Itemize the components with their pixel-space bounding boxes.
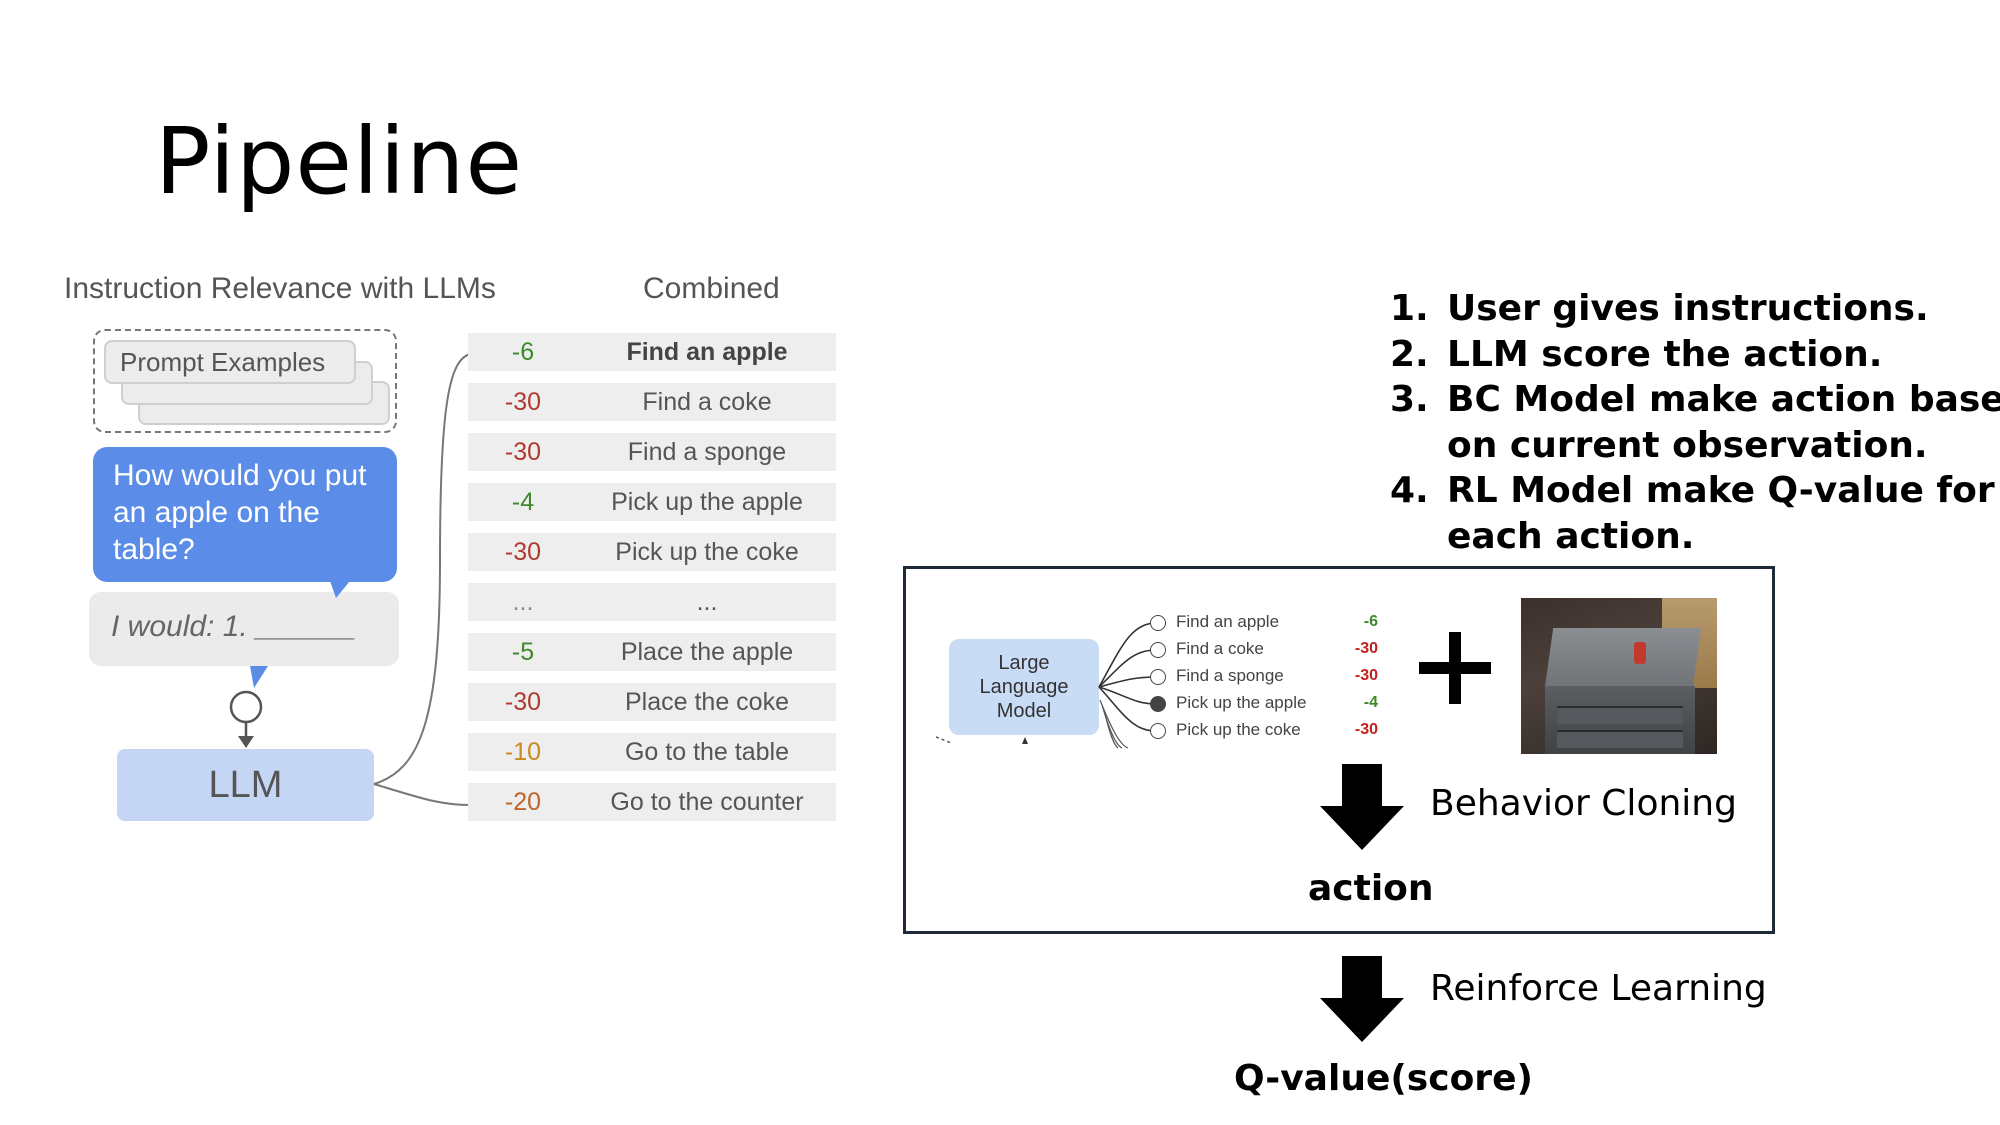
option-circle-icon bbox=[1150, 723, 1166, 739]
step-2: 2. LLM score the action. bbox=[1390, 332, 2000, 378]
step-text: User gives instructions. bbox=[1447, 288, 1929, 329]
score-action: Go to the table bbox=[624, 738, 789, 766]
tree-line bbox=[935, 736, 952, 744]
figure-right-title: Combined bbox=[643, 272, 780, 305]
reinforce-learning-label: Reinforce Learning bbox=[1430, 968, 1767, 1009]
score-action: Find a sponge bbox=[627, 438, 787, 466]
tree-line bbox=[1098, 686, 1157, 732]
query-bubble: How would you put an apple on the table? bbox=[93, 447, 397, 582]
plus-icon bbox=[1419, 632, 1491, 704]
score-value: -6 bbox=[511, 338, 535, 366]
step-text: BC Model make action based bbox=[1447, 379, 2000, 420]
q-value-label: Q-value(score) bbox=[1234, 1058, 1533, 1099]
answer-pointer bbox=[250, 666, 268, 688]
score-value: -10 bbox=[504, 738, 542, 766]
score-row: -5 Place the apple bbox=[468, 633, 836, 671]
mini-llm-label: Large bbox=[998, 652, 1050, 674]
option-circle-icon bbox=[1150, 696, 1166, 712]
step-number: 4. bbox=[1390, 470, 1429, 511]
coke-can bbox=[1634, 642, 1646, 664]
step-text: on current observation. bbox=[1447, 424, 1928, 466]
step-text: RL Model make Q-value for bbox=[1447, 470, 1995, 511]
figure-left-title: Instruction Relevance with LLMs bbox=[64, 272, 496, 305]
observation-photo bbox=[1521, 598, 1717, 754]
mini-llm-box: Large Language Model bbox=[949, 639, 1099, 735]
score-row: -30 Find a sponge bbox=[468, 433, 836, 471]
tree-line bbox=[1103, 709, 1119, 749]
slide-title: Pipeline bbox=[155, 108, 524, 215]
mini-action-score: -30 bbox=[1354, 667, 1378, 684]
score-row: -10 Go to the table bbox=[468, 733, 836, 771]
prompt-examples-label: Prompt Examples bbox=[120, 347, 326, 377]
score-action: Find an apple bbox=[626, 338, 788, 366]
tree-line bbox=[1098, 649, 1157, 688]
score-action: Pick up the apple bbox=[611, 488, 803, 516]
step-number: 3. bbox=[1390, 379, 1429, 420]
bubble-tail bbox=[330, 581, 350, 598]
score-row: -30 Place the coke bbox=[468, 683, 836, 721]
score-value: -5 bbox=[511, 638, 535, 666]
tree-line bbox=[1098, 622, 1157, 688]
mini-action-label: Pick up the coke bbox=[1176, 720, 1301, 739]
down-arrow-icon bbox=[1320, 764, 1404, 850]
score-action: Find a coke bbox=[642, 388, 772, 416]
score-row: -6 Find an apple bbox=[468, 333, 836, 371]
mini-llm-label: Model bbox=[996, 700, 1052, 722]
mini-action-label: Find an apple bbox=[1176, 612, 1280, 631]
score-action: Go to the counter bbox=[610, 788, 804, 816]
bc-frame bbox=[903, 566, 1775, 934]
score-row: -30 Pick up the coke bbox=[468, 533, 836, 571]
mini-action-score: -6 bbox=[1363, 613, 1378, 630]
node-arrow-head bbox=[238, 736, 254, 748]
option-circle-icon bbox=[1150, 642, 1166, 658]
action-label: action bbox=[1308, 868, 1434, 909]
score-action: Pick up the coke bbox=[615, 538, 799, 566]
score-value: -4 bbox=[511, 488, 535, 516]
score-row: -20 Go to the counter bbox=[468, 783, 836, 821]
step-number: 1. bbox=[1390, 288, 1429, 329]
down-arrow-icon bbox=[1320, 956, 1404, 1042]
mini-action-label: Find a sponge bbox=[1176, 666, 1284, 685]
score-value: -30 bbox=[504, 688, 542, 716]
option-circle-icon bbox=[1150, 615, 1166, 631]
step-4: 4. RL Model make Q-value for each action… bbox=[1390, 468, 2000, 559]
mini-action-score: -30 bbox=[1354, 721, 1378, 738]
tree-line bbox=[1099, 699, 1129, 749]
score-action: ... bbox=[696, 588, 718, 616]
mini-action-label: Pick up the apple bbox=[1176, 693, 1307, 712]
tree-arrow-head bbox=[1022, 737, 1028, 744]
step-text: each action. bbox=[1447, 515, 1695, 557]
behavior-cloning-label: Behavior Cloning bbox=[1430, 783, 1737, 824]
prompt-card-front: Prompt Examples bbox=[104, 340, 356, 384]
mini-action-score: -30 bbox=[1354, 640, 1378, 657]
score-value: -30 bbox=[504, 538, 542, 566]
score-action: Place the coke bbox=[625, 688, 789, 716]
llm-to-first-score-line bbox=[373, 353, 471, 785]
score-row: ...... bbox=[468, 583, 836, 621]
score-value: -30 bbox=[504, 388, 542, 416]
answer-bubble: I would: 1. ______ bbox=[89, 592, 399, 666]
llm-box: LLM bbox=[117, 749, 374, 821]
score-row: -30 Find a coke bbox=[468, 383, 836, 421]
steps-list: 1. User gives instructions. 2. LLM score… bbox=[1390, 286, 2000, 559]
step-text: LLM score the action. bbox=[1447, 333, 1883, 375]
step-3: 3. BC Model make action based on current… bbox=[1390, 377, 2000, 468]
option-circle-icon bbox=[1150, 669, 1166, 685]
score-value: ... bbox=[512, 588, 534, 616]
score-value: -30 bbox=[504, 438, 542, 466]
step-number: 2. bbox=[1390, 333, 1429, 375]
mini-llm-label: Language bbox=[979, 676, 1069, 698]
step-1: 1. User gives instructions. bbox=[1390, 286, 2000, 332]
llm-to-last-score-line bbox=[373, 783, 471, 806]
score-value: -20 bbox=[504, 788, 542, 816]
mini-action-label: Find a coke bbox=[1176, 639, 1264, 658]
mini-action-score: -4 bbox=[1363, 694, 1378, 711]
score-row: -4 Pick up the apple bbox=[468, 483, 836, 521]
prompt-examples-group bbox=[93, 329, 397, 433]
score-action: Place the apple bbox=[620, 638, 794, 666]
